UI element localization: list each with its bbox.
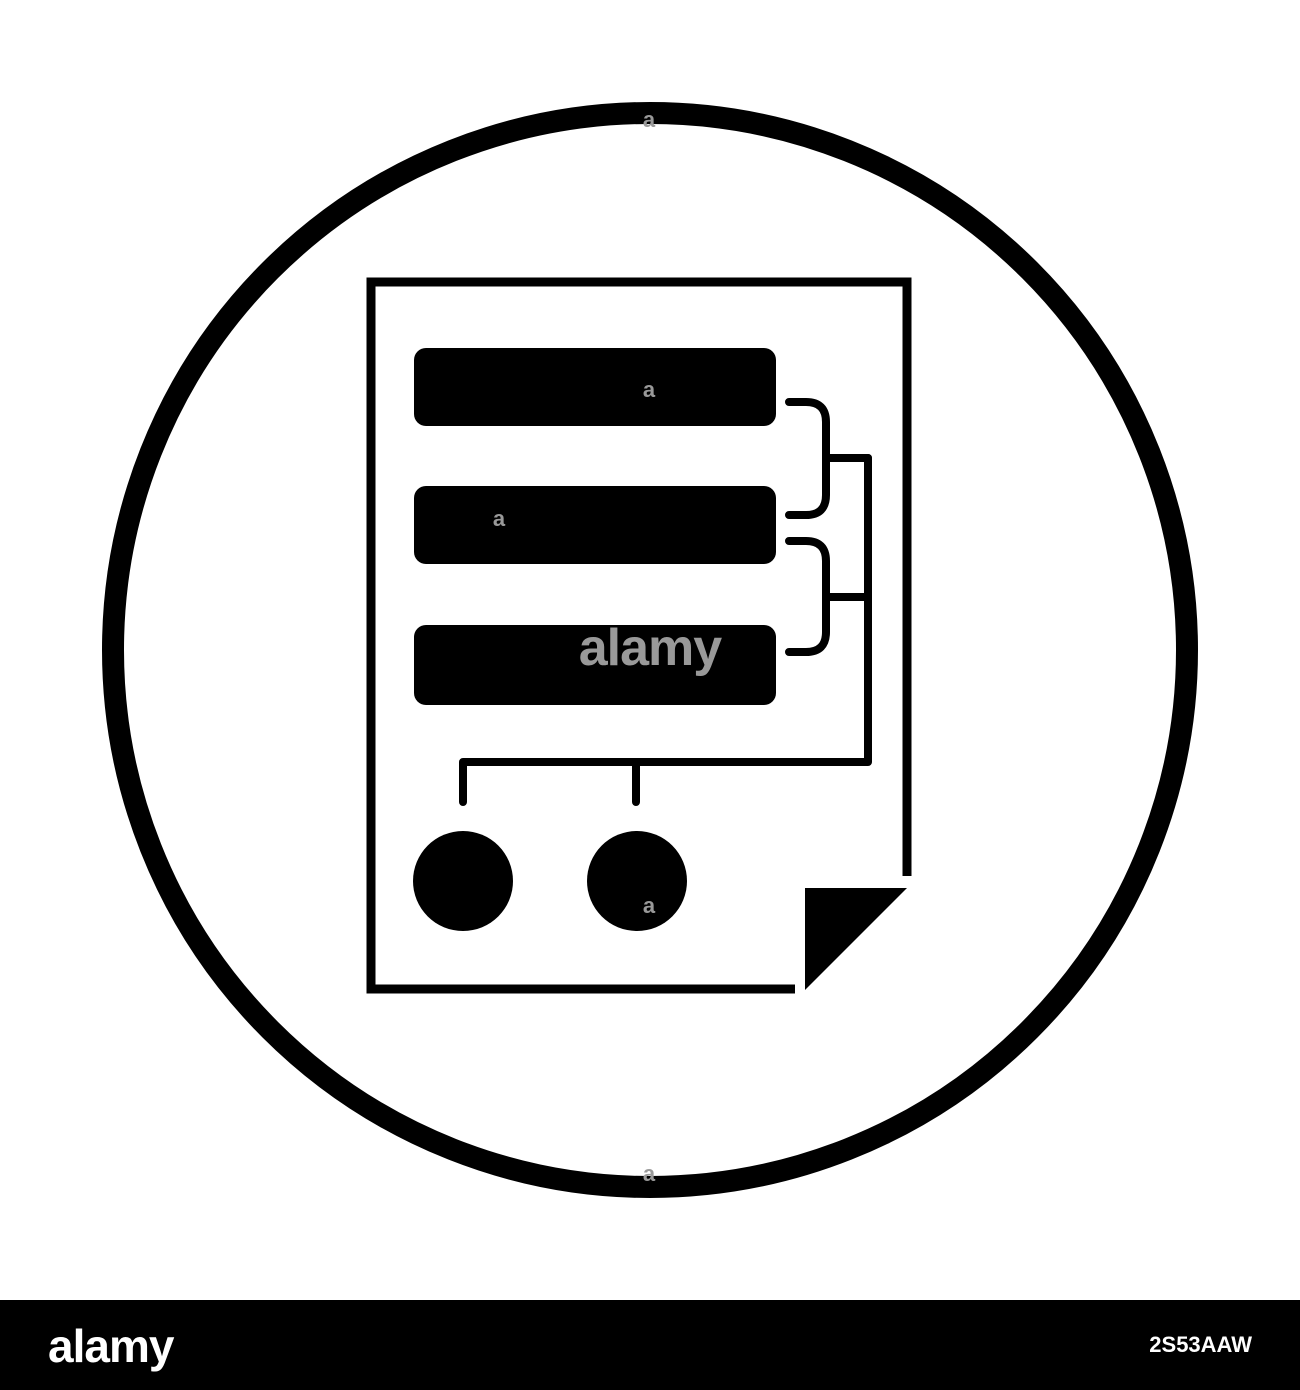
watermark-mark-bottom: a [643,1161,656,1186]
document-outline [366,277,912,994]
diagram-bar-1 [414,348,776,426]
watermark-mark-bar-1: a [643,377,656,402]
trunk-connector-line [459,454,872,806]
footer-logo-text: alamy [48,1320,174,1372]
diagram-bar-2 [414,486,776,564]
folded-corner-icon [805,888,907,990]
bracket-connector-lower [785,537,830,656]
footer-image-id: 2S53AAW [1149,1332,1252,1357]
footer-bar: alamy 2S53AAW [0,1300,1300,1390]
outer-circle-ring [102,102,1198,1198]
watermark-mark-circle: a [643,893,656,918]
watermark-mark-bar-2: a [493,506,506,531]
diagram-node-circle-right [587,831,687,931]
bracket-connector-upper [785,398,830,519]
diagram-bar-3 [414,625,776,705]
document-hierarchy-icon: a a a a a alamy [102,102,1198,1198]
watermark-mark-top: a [643,107,656,132]
watermark-center-text: alamy [579,619,723,677]
stock-image-artwork: a a a a a alamy [102,102,1198,1198]
diagram-node-circle-left [413,831,513,931]
